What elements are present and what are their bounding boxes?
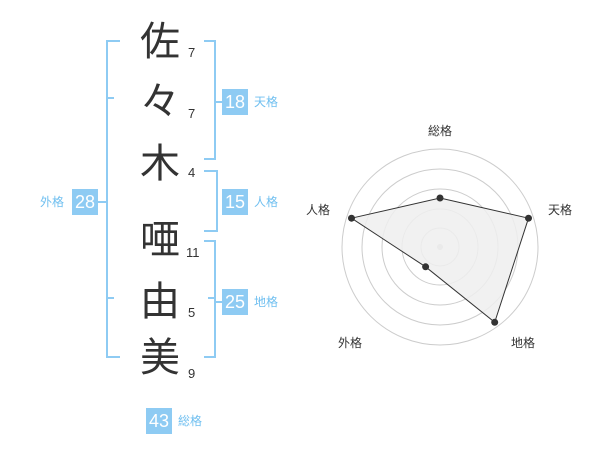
tenkaku-connector bbox=[216, 101, 222, 103]
radar-score-polygon bbox=[350, 197, 530, 324]
tenkaku-bracket-vertical bbox=[214, 40, 216, 160]
gaikaku-label: 外格 bbox=[40, 195, 65, 209]
chikaku-bracket-bottom bbox=[204, 356, 216, 358]
gaikaku-bracket-bottom bbox=[106, 356, 120, 358]
stroke-count-1: 7 bbox=[188, 45, 196, 60]
radar-label-soukaku: 総格 bbox=[428, 124, 453, 138]
jinkaku-bracket-vertical bbox=[216, 170, 218, 232]
soukaku-label: 総格 bbox=[178, 414, 203, 428]
name-char-6: 美 bbox=[140, 335, 180, 381]
stroke-count-6: 9 bbox=[188, 366, 196, 381]
radar-label-gaikaku: 外格 bbox=[338, 336, 363, 350]
tenkaku-label: 天格 bbox=[254, 95, 279, 109]
chikaku-label: 地格 bbox=[254, 295, 279, 309]
gaikaku-bracket-top bbox=[106, 40, 120, 42]
name-char-1: 佐 bbox=[140, 19, 180, 65]
name-char-3: 木 bbox=[140, 141, 180, 187]
stroke-count-4: 11 bbox=[186, 245, 200, 260]
stroke-count-5: 5 bbox=[188, 305, 196, 320]
tenkaku-value-badge: 18 bbox=[222, 89, 248, 115]
chikaku-connector bbox=[216, 301, 222, 303]
name-char-4: 唖 bbox=[140, 217, 180, 263]
radar-label-tenkaku: 天格 bbox=[548, 203, 573, 217]
radar-chart bbox=[341, 148, 539, 346]
jinkaku-label: 人格 bbox=[254, 195, 279, 209]
name-char-5: 由 bbox=[140, 279, 180, 325]
chikaku-bracket-tick bbox=[208, 297, 214, 299]
radar-label-jinkaku: 人格 bbox=[306, 203, 331, 217]
jinkaku-bracket-top bbox=[204, 170, 218, 172]
radar-point-gaikaku bbox=[422, 263, 430, 271]
gaikaku-bracket-vertical bbox=[106, 40, 108, 358]
gaikaku-connector bbox=[98, 201, 106, 203]
radar-ring-5 bbox=[341, 148, 539, 346]
radar-score-points bbox=[348, 194, 532, 326]
chikaku-value-badge: 25 bbox=[222, 289, 248, 315]
jinkaku-value-badge: 15 bbox=[222, 189, 248, 215]
chikaku-bracket-vertical bbox=[214, 240, 216, 358]
radar-point-chikaku bbox=[491, 318, 499, 326]
stroke-count-2: 7 bbox=[188, 106, 196, 121]
stroke-count-3: 4 bbox=[188, 165, 196, 180]
gaikaku-bracket-tick-2 bbox=[106, 297, 114, 299]
name-char-2: 々 bbox=[140, 79, 180, 125]
tenkaku-bracket-top bbox=[204, 40, 216, 42]
jinkaku-bracket-bottom bbox=[204, 230, 218, 232]
chikaku-bracket-top bbox=[204, 240, 216, 242]
soukaku-value-badge: 43 bbox=[146, 408, 172, 434]
tenkaku-bracket-bottom bbox=[204, 158, 216, 160]
gaikaku-bracket-tick-1 bbox=[106, 97, 114, 99]
radar-label-chikaku: 地格 bbox=[511, 336, 536, 350]
gaikaku-value-badge: 28 bbox=[72, 189, 98, 215]
radar-point-soukaku bbox=[436, 194, 444, 202]
radar-point-jinkaku bbox=[348, 214, 355, 222]
radar-point-tenkaku bbox=[525, 214, 532, 222]
